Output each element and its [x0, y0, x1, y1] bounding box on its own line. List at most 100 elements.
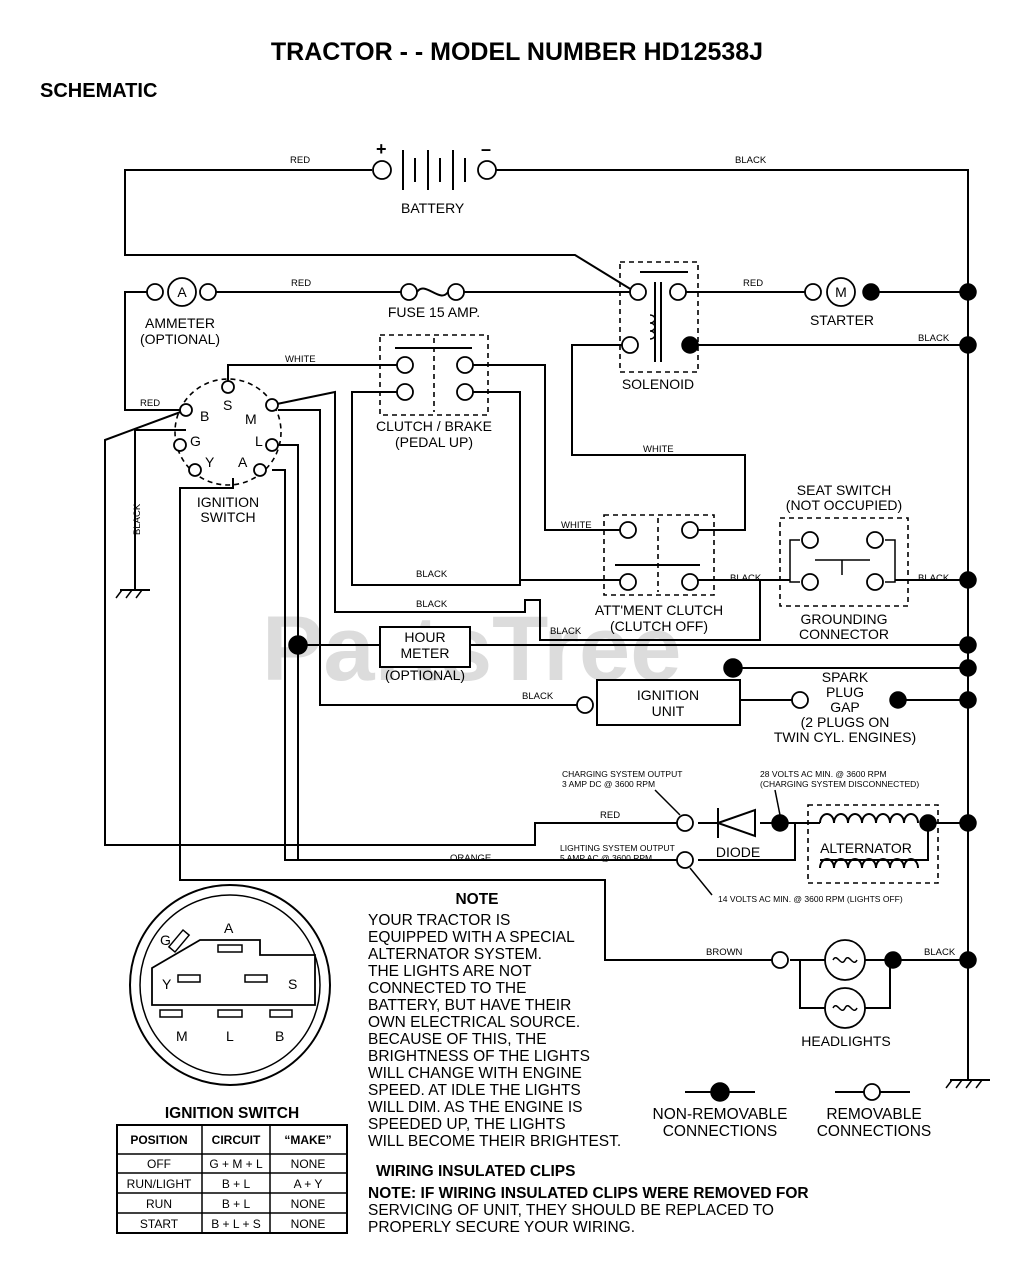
ignition-unit: IGNITION UNIT [576, 679, 741, 726]
spark-plug-label-1: SPARK [822, 669, 869, 685]
headlights-label: HEADLIGHTS [801, 1033, 890, 1049]
table-cell: OFF [147, 1157, 171, 1171]
connector-letter-l: L [226, 1028, 234, 1044]
note-line: THE LIGHTS ARE NOT [368, 963, 532, 980]
note-line: WILL CHANGE WITH ENGINE [368, 1065, 582, 1082]
fuse-label: FUSE 15 AMP. [388, 304, 480, 320]
note-line: CONNECTED TO THE [368, 980, 526, 997]
legend-removable-1: REMOVABLE [826, 1106, 921, 1123]
wire-label-black-seat: BLACK [918, 573, 950, 584]
ammeter: A AMMETER (OPTIONAL) [140, 277, 220, 347]
wire-label-white-switch: WHITE [285, 354, 316, 365]
ignition-switch-label-2: SWITCH [200, 509, 255, 525]
ammeter-label: AMMETER [145, 315, 215, 331]
wire-labels: RED BLACK RED RED BLACK WHITE RED WHITE … [132, 155, 956, 958]
wire-label-black-clutch: BLACK [416, 569, 448, 580]
table-cell: G + M + L [209, 1157, 263, 1171]
diode-label: DIODE [716, 844, 760, 860]
table-cell: NONE [291, 1197, 326, 1211]
table-header-make: “MAKE” [284, 1133, 331, 1147]
switch-terminal-s: S [223, 397, 232, 413]
spark-plug-label-5: TWIN CYL. ENGINES) [774, 729, 916, 745]
wire-label-black-solenoid: BLACK [918, 333, 950, 344]
connector-letter-s: S [288, 976, 297, 992]
wire-label-orange: ORANGE [450, 853, 491, 864]
page-title: TRACTOR - - MODEL NUMBER HD12538J [271, 38, 763, 66]
note-line: SPEEDED UP, THE LIGHTS [368, 1116, 566, 1133]
starter-label: STARTER [810, 312, 874, 328]
wire-label-black-att: BLACK [730, 573, 762, 584]
table-cell: RUN/LIGHT [127, 1177, 192, 1191]
ignition-unit-label: IGNITION [637, 687, 699, 703]
wire-label-red-starter: RED [743, 278, 763, 289]
battery: + – BATTERY [372, 139, 497, 216]
switch-terminal-m: M [245, 411, 257, 427]
note-line: SPEED. AT IDLE THE LIGHTS [368, 1082, 581, 1099]
battery-minus: – [481, 139, 491, 159]
note-line: BRIGHTNESS OF THE LIGHTS [368, 1048, 590, 1065]
wire-label-black-ign: BLACK [522, 691, 554, 702]
wiring-clips-note: WIRING INSULATED CLIPS NOTE: IF WIRING I… [368, 1163, 809, 1236]
table-cell: B + L [222, 1197, 251, 1211]
legend-non-removable-2: CONNECTIONS [663, 1123, 778, 1140]
switch-terminal-g: G [190, 433, 201, 449]
lighting-output-1: LIGHTING SYSTEM OUTPUT [560, 843, 675, 853]
note-line: EQUIPPED WITH A SPECIAL [368, 929, 575, 946]
hour-meter-label: HOUR [404, 629, 445, 645]
table-header-position: POSITION [130, 1133, 187, 1147]
connector-letter-b: B [275, 1028, 284, 1044]
alternator-label: ALTERNATOR [820, 840, 912, 856]
hour-meter-label-2: METER [401, 645, 450, 661]
ignition-switch: B S M G L Y A IGNITION SWITCH [173, 378, 282, 525]
spark-plug-label-2: PLUG [826, 684, 864, 700]
table-header-circuit: CIRCUIT [212, 1133, 261, 1147]
ac-min-14: 14 VOLTS AC MIN. @ 3600 RPM (LIGHTS OFF) [718, 894, 903, 904]
ignition-unit-label-2: UNIT [652, 703, 685, 719]
note-line: BATTERY, BUT HAVE THEIR [368, 997, 571, 1014]
note-line: OWN ELECTRICAL SOURCE. [368, 1014, 580, 1031]
starter: M STARTER [804, 277, 880, 328]
wire-label-red-battery: RED [290, 155, 310, 166]
clips-heading: WIRING INSULATED CLIPS [376, 1163, 576, 1180]
switch-terminal-a: A [238, 454, 248, 470]
grounding-connector-label: GROUNDING [800, 611, 887, 627]
table-cell: B + L [222, 1177, 251, 1191]
table-cell: A + Y [294, 1177, 323, 1191]
wire-label-red-switch: RED [140, 398, 160, 409]
table-cell: NONE [291, 1157, 326, 1171]
att-clutch-sub: (CLUTCH OFF) [610, 618, 708, 634]
wire-label-white-solenoid: WHITE [643, 444, 674, 455]
wire-label-brown: BROWN [706, 947, 743, 958]
spark-plug-label-4: (2 PLUGS ON [801, 714, 890, 730]
alternator: ALTERNATOR [807, 804, 939, 884]
ac-min-28-2: (CHARGING SYSTEM DISCONNECTED) [760, 779, 919, 789]
lighting-output-connector [676, 851, 694, 869]
headlights: HEADLIGHTS [771, 939, 902, 1049]
solenoid: SOLENOID [619, 261, 699, 392]
charging-output-1: CHARGING SYSTEM OUTPUT [562, 769, 682, 779]
table-cell: NONE [291, 1217, 326, 1231]
seat-switch: SEAT SWITCH (NOT OCCUPIED) GROUNDING CON… [779, 482, 909, 642]
ammeter-optional: (OPTIONAL) [140, 331, 220, 347]
wire-label-black-m: BLACK [416, 599, 448, 610]
ac-min-28-1: 28 VOLTS AC MIN. @ 3600 RPM [760, 769, 887, 779]
clutch-brake-label: CLUTCH / BRAKE [376, 418, 492, 434]
table-cell: B + L + S [211, 1217, 261, 1231]
note-line: WILL BECOME THEIR BRIGHTEST. [368, 1133, 621, 1150]
seat-switch-sub: (NOT OCCUPIED) [786, 497, 902, 513]
table-cell: RUN [146, 1197, 172, 1211]
wire-label-black-hour: BLACK [550, 626, 582, 637]
note-line: ALTERNATOR SYSTEM. [368, 946, 542, 963]
wire-label-black-ground: BLACK [132, 503, 143, 535]
spec-callouts: CHARGING SYSTEM OUTPUT 3 AMP DC @ 3600 R… [560, 769, 919, 904]
junction-dots [288, 283, 977, 969]
switch-terminal-y: Y [205, 454, 215, 470]
connector-letter-a: A [224, 920, 234, 936]
clutch-brake-switch: CLUTCH / BRAKE (PEDAL UP) [376, 334, 492, 450]
note-heading: NOTE [455, 891, 498, 908]
wire-label-black-lights: BLACK [924, 947, 956, 958]
switch-terminal-l: L [255, 433, 263, 449]
spark-plug-label-3: GAP [830, 699, 860, 715]
spark-plug: SPARK PLUG GAP (2 PLUGS ON TWIN CYL. ENG… [774, 669, 916, 745]
